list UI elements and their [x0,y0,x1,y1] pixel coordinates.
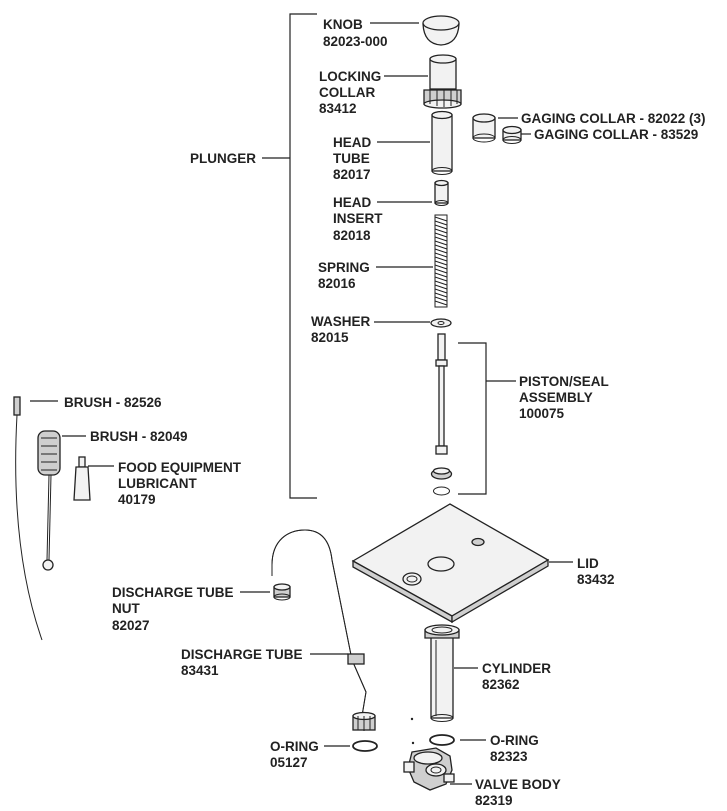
label-discharge-tube: DISCHARGE TUBE 83431 [181,647,306,678]
label-gaging-collar-83529: GAGING COLLAR - 83529 [534,127,698,142]
discharge-tube-part [271,529,376,731]
label-plunger: PLUNGER [190,151,256,166]
label-lubricant: FOOD EQUIPMENT LUBRICANT 40179 [118,460,245,507]
lubricant-tube-part [73,456,91,501]
label-head-insert: HEAD INSERT 82018 [333,195,386,243]
label-valve-body: VALVE BODY 82319 [475,777,564,808]
head-tube-part [431,110,453,175]
label-cylinder: CYLINDER 82362 [482,661,555,692]
parts [13,15,550,791]
leader-lines [30,13,573,785]
label-knob: KNOB 82023-000 [323,17,388,49]
cylinder-part [424,624,460,722]
label-brush-82526: BRUSH - 82526 [64,395,162,410]
lid-part [351,503,550,624]
label-piston-seal-assembly: PISTON/SEAL ASSEMBLY 100075 [519,374,612,421]
oring-05127-part [352,740,378,752]
label-locking-collar: LOCKING COLLAR 83412 [319,69,385,116]
label-spring: SPRING 82016 [318,260,374,291]
gaging-collar-83529-part [502,125,522,144]
brush-82526-part [13,396,43,641]
plunger-bracket [289,13,317,499]
label-lid: LID 83432 [577,556,615,587]
label-discharge-tube-nut: DISCHARGE TUBE NUT 82027 [112,585,237,633]
locking-collar-part [423,54,462,109]
head-insert-part [434,179,449,206]
label-oring-05127: O-RING 05127 [270,739,323,770]
label-oring-82323: O-RING 82323 [490,733,543,764]
label-gaging-collar-82022: GAGING COLLAR - 82022 (3) [521,111,706,126]
dot-mark [411,741,415,745]
valve-body-part [403,747,455,791]
piston-seal-bracket [458,342,487,495]
washer-part [430,318,452,328]
labels: KNOB 82023-000 LOCKING COLLAR 83412 GAGI… [64,17,706,808]
discharge-tube-nut-part [273,583,291,601]
label-washer: WASHER 82015 [311,314,374,345]
piston-seal-part [430,333,453,496]
label-brush-82049: BRUSH - 82049 [90,429,188,444]
label-head-tube: HEAD TUBE 82017 [333,135,375,182]
dot-mark [410,717,414,721]
gaging-collar-82022-part [472,113,496,143]
knob-part [422,15,460,46]
spring-part [434,214,448,308]
brush-82049-part [37,430,61,571]
oring-82323-part [429,734,455,746]
